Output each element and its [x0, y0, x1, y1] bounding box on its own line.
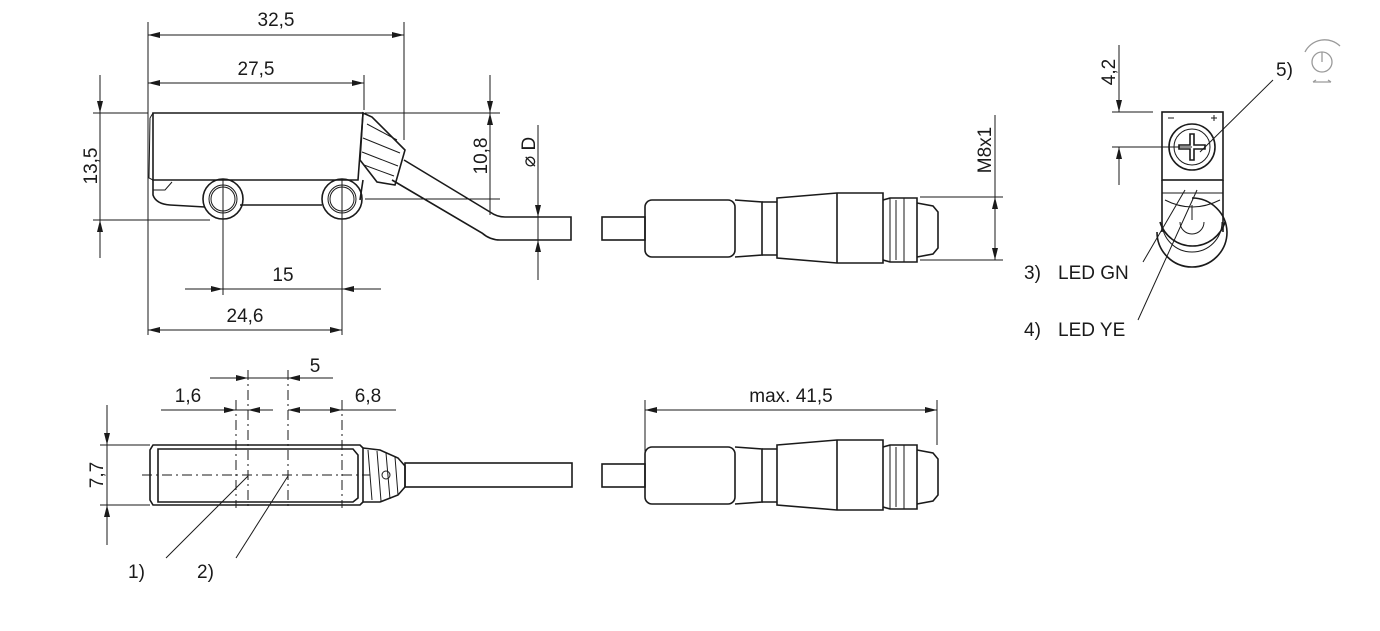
- dim-pot-offset: 4,2: [1099, 59, 1120, 85]
- dim-width: 7,7: [87, 462, 108, 488]
- dim-overall-length: 32,5: [258, 10, 295, 31]
- dim-cable-offset: 10,8: [471, 138, 492, 175]
- dim-thread: M8x1: [975, 127, 996, 173]
- callout-1: 1): [128, 562, 145, 583]
- sensor-front-view: 4,2 5) 3) LED GN 4) LED YE: [1024, 39, 1341, 341]
- callout-4-label: LED YE: [1058, 320, 1125, 341]
- callout-4-number: 4): [1024, 320, 1041, 341]
- m8-connector-side-view: [601, 192, 939, 264]
- dim-cable-diameter: ⌀ D: [519, 137, 540, 167]
- dim-connector-length-group: max. 41,5: [644, 386, 938, 460]
- dim-offset-6-8: 6,8: [355, 386, 381, 407]
- sensor-top-view: 7,7 5 1,6 6,8 1) 2): [87, 356, 573, 583]
- callout-5: 5): [1276, 60, 1293, 81]
- callout-2: 2): [197, 562, 214, 583]
- dim-connector-length: max. 41,5: [749, 386, 832, 407]
- dim-hole-distance: 24,6: [227, 306, 264, 327]
- dim-offset-5: 5: [310, 356, 321, 377]
- m8-connector-top-view: [601, 439, 939, 511]
- callout-3-label: LED GN: [1058, 263, 1129, 284]
- callout-3-number: 3): [1024, 263, 1041, 284]
- dim-thread-group: M8x1: [920, 115, 1003, 261]
- potentiometer-icon: [1304, 39, 1341, 83]
- dim-offset-1-6: 1,6: [175, 386, 201, 407]
- sensor-side-view: 32,5 27,5 13,5 10,8 ⌀ D 15 24,6: [81, 10, 572, 335]
- dim-body-length: 27,5: [238, 59, 275, 80]
- dim-height: 13,5: [81, 148, 102, 185]
- dim-hole-spacing: 15: [272, 265, 293, 286]
